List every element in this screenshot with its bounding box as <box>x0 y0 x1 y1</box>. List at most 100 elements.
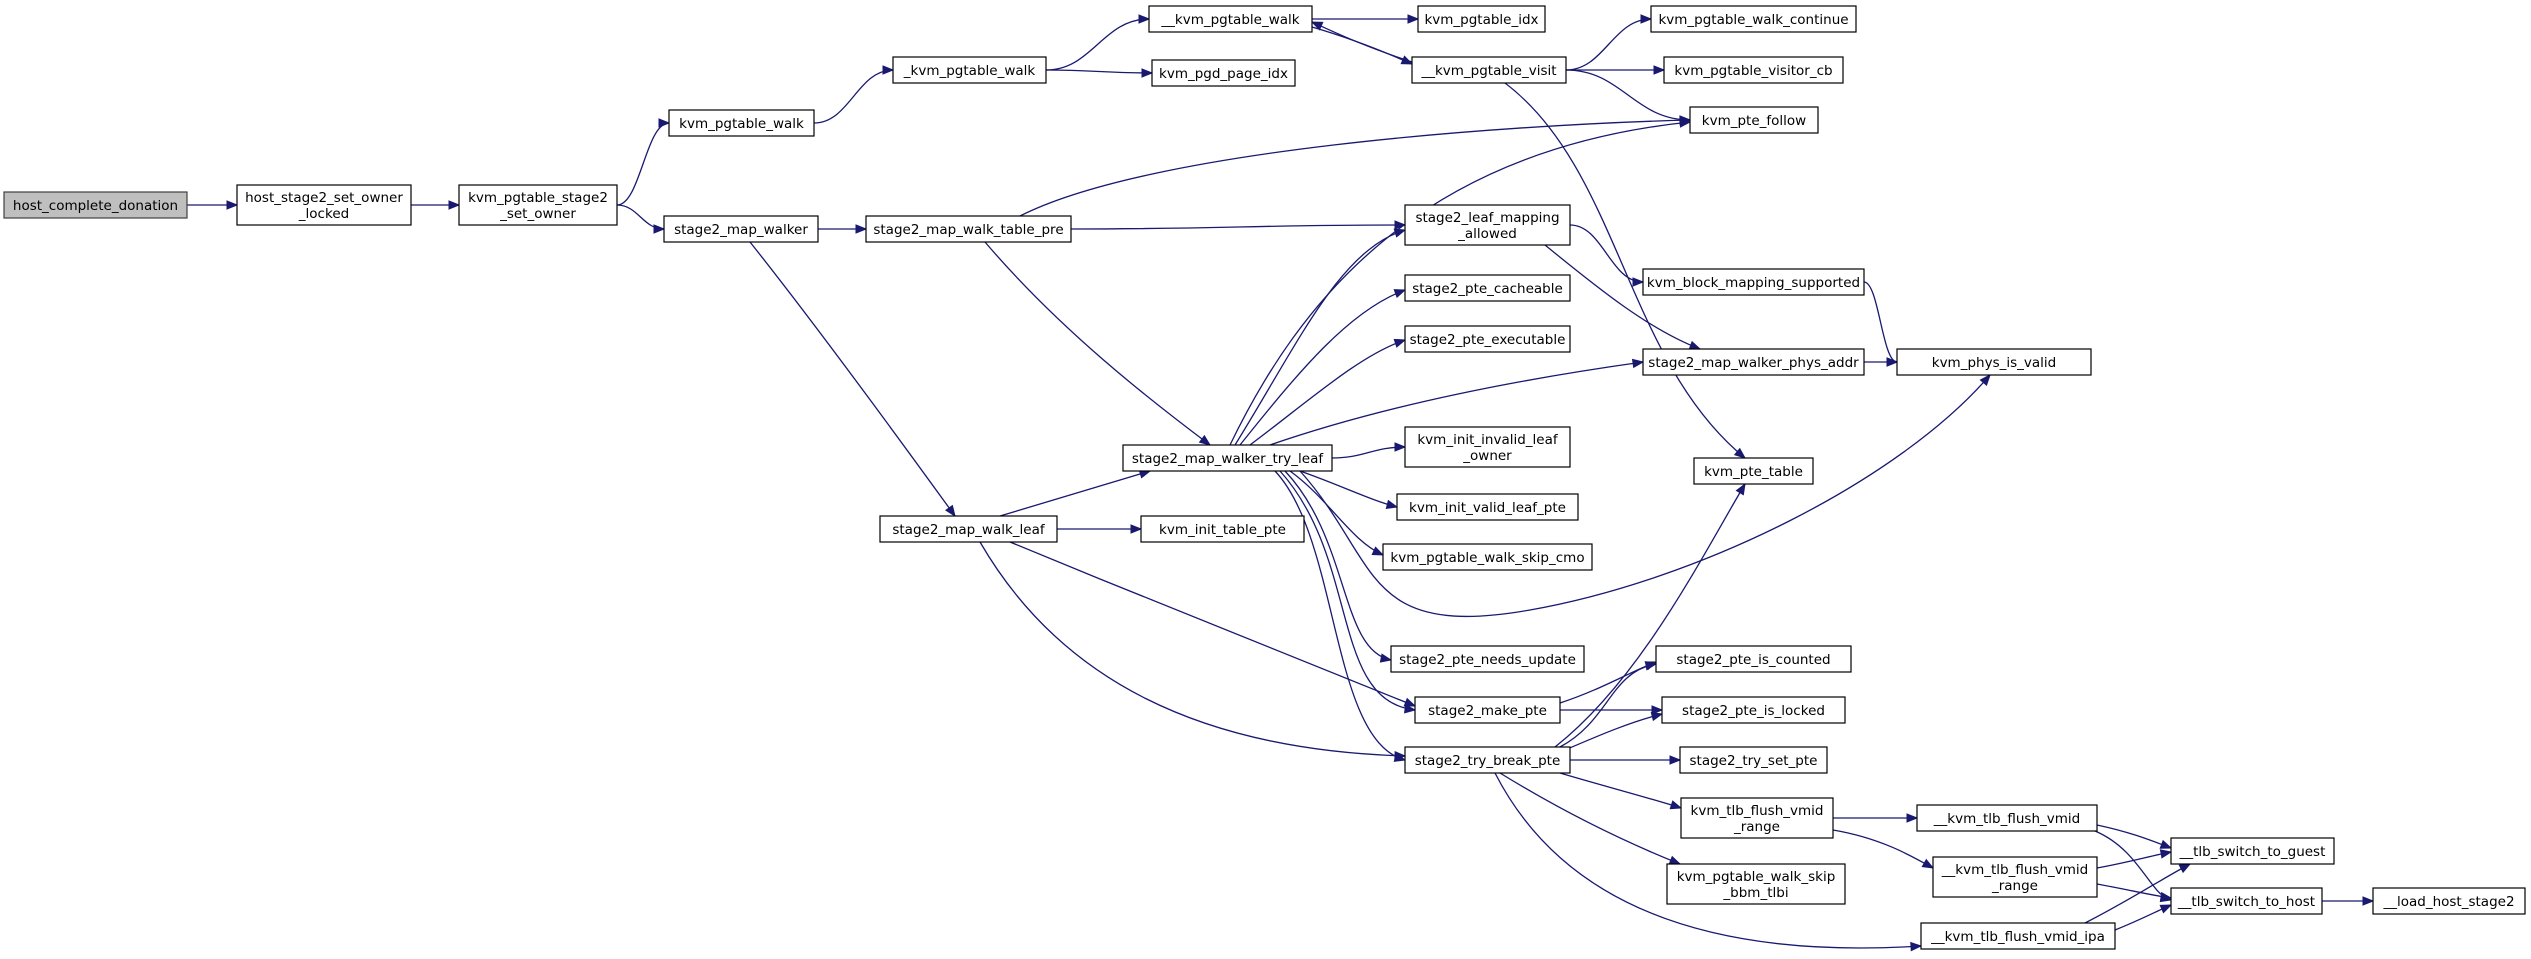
edge-stage2_map_walker_try_leaf-to-stage2_make_pte <box>1279 470 1417 714</box>
edge-_kvm_pgtable_walk-to-__kvm_pgtable_walk <box>1045 14 1151 71</box>
edge-stage2_try_break_pte-to-stage2_try_set_pte <box>1569 755 1682 765</box>
node-stage2_map_walker_try_leaf[interactable]: stage2_map_walker_try_leaf <box>1122 444 1333 472</box>
edge-line <box>1019 119 1691 217</box>
node-stage2_pte_is_locked[interactable]: stage2_pte_is_locked <box>1661 696 1846 724</box>
edge-line <box>1559 663 1657 748</box>
node-kvm_pgtable_stage2_set_owner[interactable]: kvm_pgtable_stage2_set_owner <box>458 184 618 226</box>
arrowhead-icon <box>1688 340 1702 350</box>
node-kvm_pgtable_walk[interactable]: kvm_pgtable_walk <box>668 109 815 137</box>
arrowhead-icon <box>1644 661 1658 671</box>
node-label: kvm_tlb_flush_vmid <box>1691 803 1824 819</box>
node-kvm_init_invalid_leaf_owner[interactable]: kvm_init_invalid_leaf_owner <box>1404 426 1571 468</box>
arrowhead-icon <box>1910 941 1923 952</box>
node-label: __tlb_switch_to_host <box>2177 894 2315 910</box>
edge-line <box>1554 483 1746 748</box>
arrowhead-icon <box>1198 434 1212 446</box>
edge-line <box>1274 470 1406 761</box>
node-kvm_pgtable_walk_skip_cmo[interactable]: kvm_pgtable_walk_skip_cmo <box>1382 543 1593 571</box>
node-stage2_map_walker[interactable]: stage2_map_walker <box>663 215 819 243</box>
edge-line <box>1239 289 1406 446</box>
node-__load_host_stage2[interactable]: __load_host_stage2 <box>2372 887 2526 915</box>
edge-line <box>2096 851 2172 869</box>
node-stage2_pte_needs_update[interactable]: stage2_pte_needs_update <box>1390 645 1585 673</box>
node-box <box>3 191 188 219</box>
node-stage2_pte_cacheable[interactable]: stage2_pte_cacheable <box>1404 274 1571 302</box>
node-host_complete_donation[interactable]: host_complete_donation <box>3 191 188 219</box>
arrowhead-icon <box>2159 904 2173 914</box>
edge-line <box>1565 69 1691 121</box>
node-kvm_pgtable_idx[interactable]: kvm_pgtable_idx <box>1417 5 1546 33</box>
node-__kvm_pgtable_walk[interactable]: __kvm_pgtable_walk <box>1148 5 1313 33</box>
node-box <box>1122 444 1333 472</box>
edge-stage2_map_walker-to-stage2_map_walk_leaf <box>749 241 956 518</box>
node-label: kvm_pgtable_walk <box>679 116 804 132</box>
edge-line <box>1229 121 1691 446</box>
arrowhead-icon <box>1141 68 1154 78</box>
node-kvm_init_table_pte[interactable]: kvm_init_table_pte <box>1140 515 1305 543</box>
edge-line <box>2084 863 2191 924</box>
edge-line <box>1299 374 1991 618</box>
node-stage2_pte_executable[interactable]: stage2_pte_executable <box>1404 325 1571 353</box>
edge-stage2_map_walk_leaf-to-stage2_map_walker_try_leaf <box>999 469 1152 517</box>
edge-stage2_map_walk_leaf-to-stage2_make_pte <box>1009 541 1417 707</box>
node-stage2_map_walk_table_pre[interactable]: stage2_map_walk_table_pre <box>865 215 1072 243</box>
edge-__kvm_tlb_flush_vmid_range-to-__tlb_switch_to_host <box>2096 883 2173 902</box>
arrowhead-icon <box>855 224 868 234</box>
node-__kvm_tlb_flush_vmid_ipa[interactable]: __kvm_tlb_flush_vmid_ipa <box>1920 922 2116 950</box>
arrowhead-icon <box>1886 357 1899 367</box>
node-stage2_leaf_mapping_allowed[interactable]: stage2_leaf_mapping_allowed <box>1404 204 1571 246</box>
node-kvm_pgtable_visitor_cb[interactable]: kvm_pgtable_visitor_cb <box>1663 56 1844 84</box>
arrowhead-icon <box>2159 849 2173 859</box>
node-__tlb_switch_to_host[interactable]: __tlb_switch_to_host <box>2170 887 2323 915</box>
node-kvm_block_mapping_supported[interactable]: kvm_block_mapping_supported <box>1642 268 1865 296</box>
node-stage2_pte_is_counted[interactable]: stage2_pte_is_counted <box>1655 645 1852 673</box>
node-label: __kvm_pgtable_visit <box>1420 63 1556 79</box>
node-__tlb_switch_to_guest[interactable]: __tlb_switch_to_guest <box>2170 837 2335 865</box>
node-stage2_map_walker_phys_addr[interactable]: stage2_map_walker_phys_addr <box>1642 348 1865 376</box>
arrowhead-icon <box>1394 750 1407 761</box>
edge-line <box>984 241 1211 446</box>
arrowhead-icon <box>1632 277 1645 287</box>
node-__kvm_pgtable_visit[interactable]: __kvm_pgtable_visit <box>1411 56 1567 84</box>
node-box <box>865 215 1072 243</box>
edge-line <box>1070 224 1406 230</box>
edge-kvm_tlb_flush_vmid_range-to-__kvm_tlb_flush_vmid_range <box>1832 829 1935 869</box>
arrowhead-icon <box>2159 891 2173 902</box>
edge-stage2_map_walk_table_pre-to-stage2_leaf_mapping_allowed <box>1070 220 1407 230</box>
node-kvm_pte_follow[interactable]: kvm_pte_follow <box>1689 106 1819 134</box>
edge-line <box>1284 470 1392 661</box>
node-kvm_pgtable_walk_skip_bbm_tlbi[interactable]: kvm_pgtable_walk_skip_bbm_tlbi <box>1666 863 1846 905</box>
node-kvm_tlb_flush_vmid_range[interactable]: kvm_tlb_flush_vmid_range <box>1680 797 1834 839</box>
node-box <box>1689 106 1819 134</box>
arrowhead-icon <box>1138 14 1151 24</box>
arrowhead-icon <box>2159 839 2173 849</box>
node-label: kvm_pte_follow <box>1702 113 1806 129</box>
node-kvm_phys_is_valid[interactable]: kvm_phys_is_valid <box>1896 348 2092 376</box>
node-label: stage2_pte_needs_update <box>1399 652 1576 668</box>
arrowhead-icon <box>945 504 956 518</box>
arrowhead-icon <box>1651 705 1664 715</box>
node-stage2_make_pte[interactable]: stage2_make_pte <box>1414 696 1561 724</box>
arrowhead-icon <box>658 118 671 128</box>
edge-_kvm_pgtable_walk-to-kvm_pgd_page_idx <box>1045 68 1154 78</box>
edge-stage2_map_walk_leaf-to-kvm_init_table_pte <box>1057 524 1143 534</box>
node-stage2_try_set_pte[interactable]: stage2_try_set_pte <box>1679 746 1828 774</box>
node-box <box>1390 645 1585 673</box>
node-_kvm_pgtable_walk[interactable]: _kvm_pgtable_walk <box>892 56 1047 84</box>
node-kvm_init_valid_leaf_pte[interactable]: kvm_init_valid_leaf_pte <box>1396 493 1579 521</box>
node-kvm_pgtable_walk_continue[interactable]: kvm_pgtable_walk_continue <box>1650 5 1857 33</box>
node-kvm_pte_table[interactable]: kvm_pte_table <box>1693 457 1814 485</box>
node-__kvm_tlb_flush_vmid[interactable]: __kvm_tlb_flush_vmid <box>1916 804 2098 832</box>
node-stage2_map_walk_leaf[interactable]: stage2_map_walk_leaf <box>879 515 1058 543</box>
node-label: kvm_init_valid_leaf_pte <box>1409 500 1566 516</box>
arrowhead-icon <box>882 65 895 75</box>
node-host_stage2_set_owner_locked[interactable]: host_stage2_set_owner_locked <box>236 184 412 226</box>
edge-stage2_try_break_pte-to-kvm_tlb_flush_vmid_range <box>1559 772 1683 810</box>
node-label: _bbm_tlbi <box>1722 885 1788 901</box>
node-kvm_pgd_page_idx[interactable]: kvm_pgd_page_idx <box>1151 59 1296 87</box>
node-stage2_try_break_pte[interactable]: stage2_try_break_pte <box>1404 746 1571 774</box>
node-__kvm_tlb_flush_vmid_range[interactable]: __kvm_tlb_flush_vmid_range <box>1932 856 2098 898</box>
node-label: stage2_pte_is_locked <box>1682 703 1825 719</box>
node-box <box>1404 204 1571 246</box>
edge-stage2_map_walker_try_leaf-to-stage2_map_walker_phys_addr <box>1269 358 1645 446</box>
